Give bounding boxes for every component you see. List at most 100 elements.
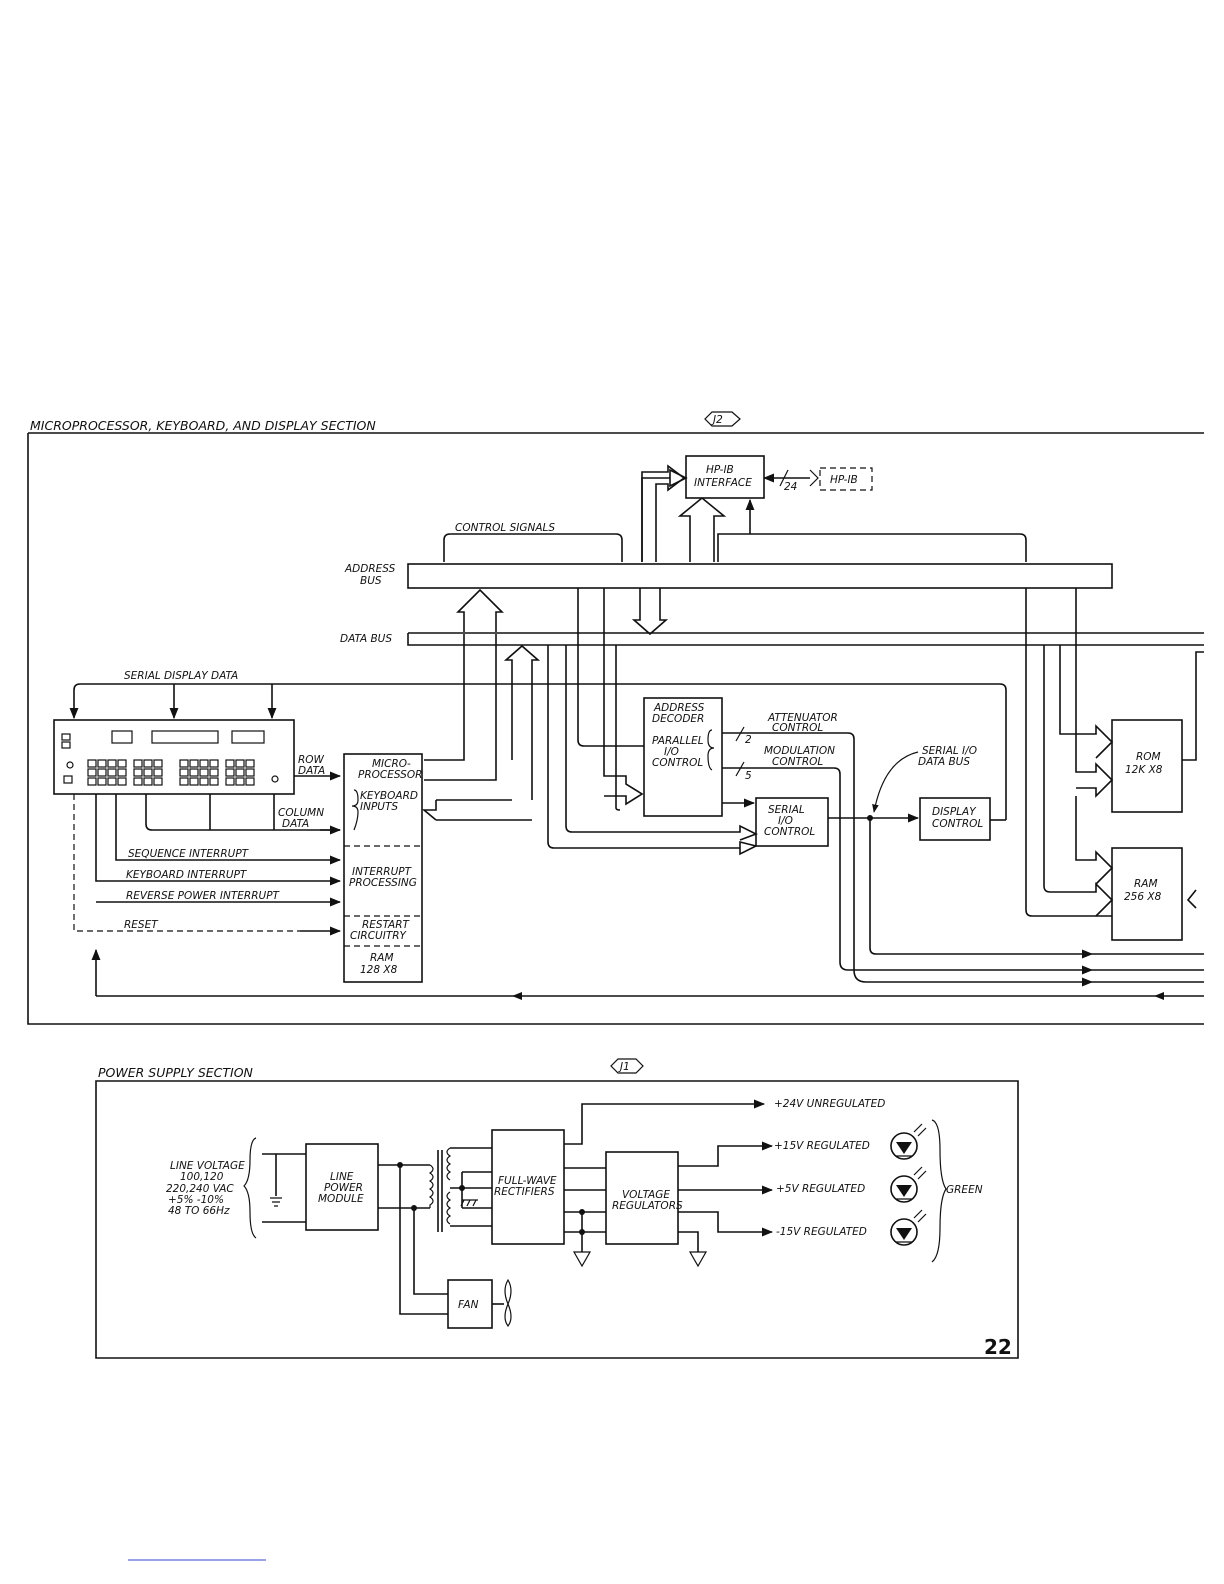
cpu-ram-label-2: 128 X8: [360, 964, 398, 976]
panel-key: [209, 759, 219, 768]
panel-switch: [63, 775, 73, 784]
panel-key: [97, 768, 107, 777]
out-15v-line: [678, 1141, 774, 1167]
panel-keypad: [87, 759, 255, 786]
attenuator-control-line: [722, 732, 1094, 987]
panel-led-1: [61, 733, 71, 741]
out-m15v-line: [678, 1211, 774, 1237]
panel-key: [199, 759, 209, 768]
hpib-slash: [779, 469, 789, 487]
databus-to-decoder-arrow: [603, 588, 644, 806]
data-bus-label: DATA BUS: [340, 633, 392, 645]
out-m15v-label: -15V REGULATED: [776, 1226, 867, 1238]
panel-key: [245, 768, 255, 777]
cpu-to-address-arrow-head: [456, 588, 504, 632]
rom-label-2: 12K X8: [1125, 764, 1163, 776]
rectifiers-block: [491, 1129, 565, 1245]
panel-led-2: [61, 741, 71, 749]
rom-to-databus: [1182, 651, 1204, 761]
restart-label-1: RESTART: [362, 919, 411, 931]
panel-key: [87, 768, 97, 777]
row-data-label-1: ROW: [298, 754, 325, 766]
serial-bus-label-1: SERIAL I/O: [922, 745, 977, 757]
address-bus: [407, 563, 1113, 589]
micro-section-frame: [27, 432, 1204, 1025]
out-5v-label: +5V REGULATED: [776, 1183, 865, 1195]
lpm-label-1: LINE: [330, 1171, 354, 1183]
control-signals-label: CONTROL SIGNALS: [455, 522, 555, 534]
rom-label-1: ROM: [1136, 751, 1161, 763]
control-signals-line-right: [717, 533, 1027, 562]
panel-key: [225, 777, 235, 786]
panel-key: [225, 768, 235, 777]
panel-key: [143, 759, 153, 768]
lpm-label-2: POWER: [324, 1182, 363, 1194]
sequence-interrupt-label: SEQUENCE INTERRUPT: [128, 848, 250, 860]
node-5: [579, 1229, 585, 1235]
out-24v-label: +24V UNREGULATED: [774, 1098, 885, 1110]
line-voltage-4: +5% -10%: [168, 1194, 224, 1206]
keyboard-interrupt-line: [95, 794, 342, 886]
line-voltage-3: 220,240 VAC: [166, 1183, 234, 1195]
panel-key: [235, 759, 245, 768]
panel-key: [153, 768, 163, 777]
parallel-io-label-2: I/O: [664, 746, 679, 758]
serial-display-data-label: SERIAL DISPLAY DATA: [124, 670, 238, 682]
databus-to-serial-line-2: [565, 645, 758, 841]
rectifiers-label-1: FULL-WAVE: [498, 1175, 557, 1187]
hpib-label-line2: INTERFACE: [694, 477, 752, 489]
j1-ref-label: J1: [618, 1061, 630, 1073]
parallel-io-label-3: CONTROL: [652, 757, 703, 769]
serial-io-label-3: CONTROL: [764, 826, 815, 838]
attenuator-label-1: ATTENUATOR: [767, 712, 838, 724]
sequence-interrupt-line: [115, 794, 342, 865]
panel-key: [117, 777, 127, 786]
regulators-block: [605, 1151, 679, 1245]
hpib-label-line1: HP-IB: [706, 464, 734, 476]
keyboard-inputs-label-1: KEYBOARD: [360, 790, 418, 802]
control-to-ram: [1025, 588, 1112, 917]
secondary-lines: [450, 1147, 492, 1227]
parallel-io-label-1: PARALLEL: [652, 735, 704, 747]
line-voltage-2: 100,120: [180, 1171, 224, 1183]
databus-to-serial-line: [547, 645, 759, 856]
restart-label-2: CIRCUITRY: [350, 930, 408, 942]
hpib-connector-label: HP-IB: [830, 474, 858, 486]
panel-display-2: [151, 730, 219, 744]
fan-blade-icon: [504, 1278, 512, 1328]
attenuator-label-2: CONTROL: [772, 722, 823, 734]
serial-io-label-2: I/O: [778, 815, 793, 827]
led-color-label: GREEN: [946, 1184, 983, 1196]
cpu-label-2: PROCESSOR: [358, 769, 422, 781]
keyboard-inputs-label-2: INPUTS: [360, 801, 398, 813]
panel-key: [209, 768, 219, 777]
row-data-label-2: DATA: [298, 765, 325, 777]
panel-key: [133, 759, 143, 768]
databus-to-ram-arrow: [1043, 645, 1114, 917]
primary-lines: [378, 1164, 430, 1209]
serial-io-bus-line: [869, 818, 1094, 959]
page-number: 22: [984, 1335, 1012, 1359]
databus-to-rom-arrow: [1059, 645, 1114, 759]
panel-display-1: [111, 730, 133, 744]
panel-key: [97, 777, 107, 786]
panel-key: [179, 759, 189, 768]
power-section-frame: [95, 1080, 1019, 1359]
panel-key: [133, 777, 143, 786]
power-section: POWER SUPPLY SECTION J1 22 LINE VOLTAGE …: [95, 1058, 1019, 1359]
line-input-lines: [262, 1153, 306, 1223]
data-bus: [407, 632, 1204, 646]
cpu-ram-label-1: RAM: [370, 952, 394, 964]
panel-key: [179, 777, 189, 786]
out-15v-label: +15V REGULATED: [774, 1140, 870, 1152]
panel-key: [189, 768, 199, 777]
lpm-label-3: MODULE: [318, 1193, 364, 1205]
led-brace: [931, 1119, 947, 1263]
line-power-module-block: [305, 1143, 379, 1231]
fan-feed-lines: [399, 1165, 448, 1315]
panel-key: [225, 759, 235, 768]
panel-key: [179, 768, 189, 777]
regulators-label-2: REGULATORS: [612, 1200, 683, 1212]
secondary-ground: [460, 1199, 478, 1207]
ram-right-arrow: [1186, 889, 1197, 909]
